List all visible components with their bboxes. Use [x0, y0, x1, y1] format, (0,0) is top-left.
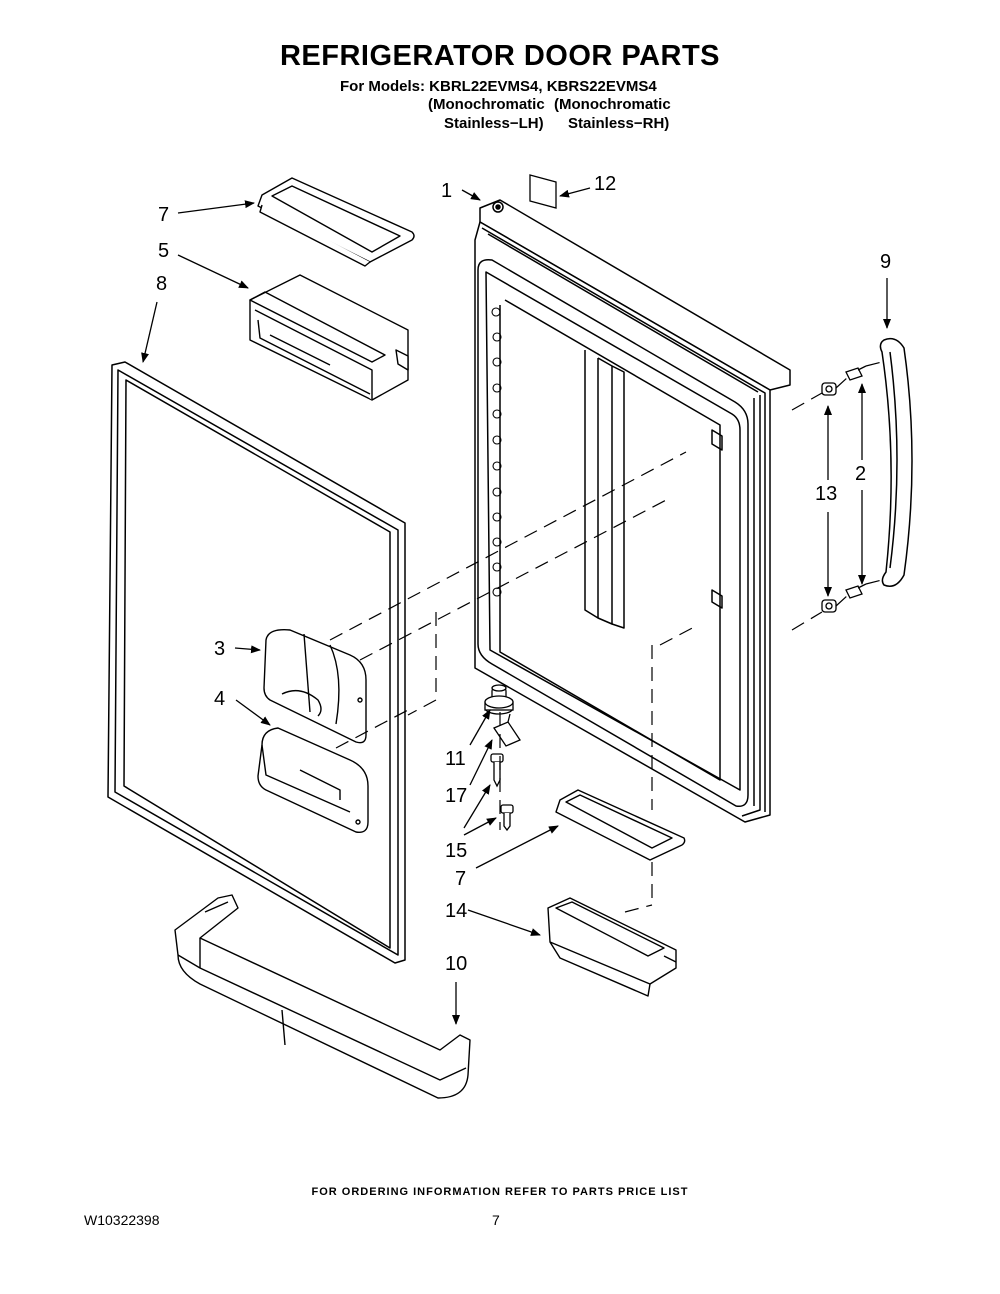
part-9-door-handle	[879, 337, 913, 587]
callout-4: 4	[214, 688, 225, 710]
callout-10: 10	[445, 953, 467, 975]
callout-numbers: 1 12 7 5 8 9 2 13 3 4 11 17 15 7 14 10	[156, 173, 891, 975]
variant-right-line1: (Monochromatic	[554, 96, 671, 113]
part-14-lower-door-bin	[547, 897, 677, 997]
callout-7-bottom: 7	[455, 868, 466, 890]
models-line: For Models: KBRL22EVMS4, KBRS22EVMS4	[340, 78, 657, 95]
assembly-dashed-lines	[329, 361, 883, 913]
callout-5: 5	[158, 240, 169, 262]
document-number: W10322398	[84, 1212, 160, 1228]
callout-2: 2	[855, 463, 866, 485]
variant-left-line2: Stainless−LH)	[444, 115, 544, 132]
callout-14: 14	[445, 900, 467, 922]
part-4-dairy-bin	[257, 727, 369, 833]
callout-3: 3	[214, 638, 225, 660]
part-13-handle-studs	[821, 382, 837, 613]
part-2-handle-screws	[845, 365, 867, 599]
callout-11: 11	[445, 748, 466, 770]
callout-leaders	[141, 187, 891, 1025]
callout-8: 8	[156, 273, 167, 295]
callout-9: 9	[880, 251, 891, 273]
callout-15: 15	[445, 840, 467, 862]
part-11-hinge-bushing	[484, 684, 514, 715]
callout-1: 1	[441, 180, 452, 202]
part-7-top-bin-cover	[257, 177, 415, 267]
part-1-door-inner	[474, 199, 791, 823]
page-number: 7	[492, 1212, 500, 1228]
variant-left-line1: (Monochromatic	[428, 96, 545, 113]
callout-17: 17	[445, 785, 467, 807]
page-title: REFRIGERATOR DOOR PARTS	[279, 40, 721, 72]
variant-right-line2: Stainless−RH)	[568, 115, 670, 132]
callout-13: 13	[815, 483, 837, 505]
part-7-bottom-bin-cover	[555, 789, 686, 861]
ordering-note: FOR ORDERING INFORMATION REFER TO PARTS …	[311, 1186, 689, 1198]
part-12-label-plate	[529, 174, 557, 209]
callout-7-top: 7	[158, 204, 169, 226]
part-3-dairy-door	[263, 629, 367, 744]
part-10-door-shelf	[174, 894, 471, 1099]
part-17-hinge-bracket	[493, 713, 521, 747]
part-5-door-bin	[249, 274, 409, 401]
callout-12: 12	[594, 173, 616, 195]
